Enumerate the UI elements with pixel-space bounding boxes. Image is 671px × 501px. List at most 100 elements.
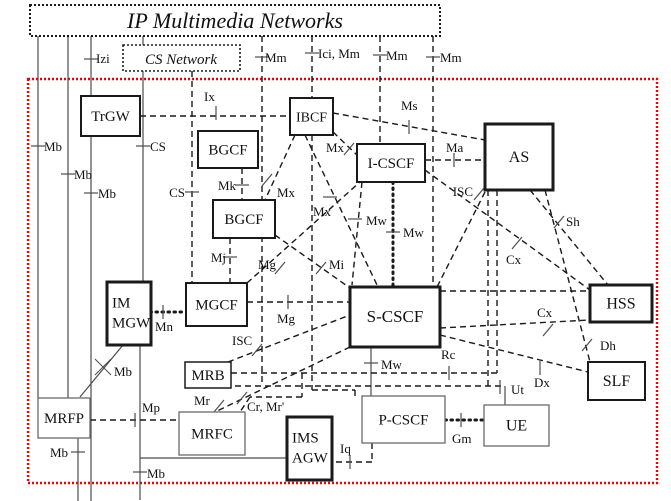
node-as-label: AS: [509, 149, 529, 166]
node-s-cscf-box: [348, 285, 442, 349]
interface-tick: [213, 399, 225, 413]
connection-line-dashed: [246, 181, 361, 284]
node-slf-label: SLF: [603, 373, 631, 390]
interface-tick: [236, 391, 248, 405]
node-mrfp-label: MRFP: [44, 411, 84, 427]
iface-label-mb3: Mb: [98, 186, 116, 201]
connection-line-dashed: [529, 189, 609, 286]
interface-tick: [343, 142, 355, 156]
iface-label-mg2: Mg: [277, 311, 296, 326]
interface-cross: [94, 358, 112, 376]
iface-label-ma: Ma: [446, 140, 464, 155]
connection-line-solid: [79, 344, 124, 398]
ims-domain-border: [26, 77, 659, 485]
connection-line-dashed: [332, 131, 358, 156]
ip-multimedia-networks-title: IP Multimedia Networks: [126, 8, 343, 33]
node-im-mgw-label-line-1: MGW: [112, 316, 151, 332]
iface-label-mk: Mk: [218, 178, 237, 193]
cs-network-title: CS Network: [145, 52, 217, 68]
interface-tick: [251, 343, 263, 357]
node-mrb-label: MRB: [191, 368, 224, 384]
iface-label-iq: Iq: [340, 441, 351, 456]
iface-label-mb5: Mb: [50, 445, 68, 460]
iface-label-dx: Dx: [534, 375, 550, 390]
interface-tick: [542, 323, 554, 337]
node-hss-label: HSS: [606, 296, 635, 313]
iface-label-cs2: CS: [169, 185, 185, 200]
iface-label-mi: Mi: [329, 257, 345, 272]
node-mrfp-box: [37, 397, 91, 439]
interface-tick: [274, 261, 286, 275]
iface-label-mm1: Mm: [265, 50, 287, 65]
iface-label-izi: Izi: [96, 51, 110, 66]
node-i-cscf-label: I-CSCF: [368, 156, 415, 172]
connection-line-dashed: [274, 234, 351, 289]
node-mrb-box: [184, 361, 232, 389]
interface-tick: [553, 215, 565, 229]
connection-line-dashed: [264, 134, 296, 201]
node-im-mgw-label-line-0: IM: [112, 296, 130, 312]
cs-network-box: [122, 44, 241, 72]
interface-tick: [511, 236, 523, 250]
connection-line-dashed: [439, 319, 591, 329]
interface-tick: [581, 338, 593, 352]
node-i-cscf-box: [356, 143, 426, 183]
iface-label-isc2: ISC: [232, 333, 252, 348]
node-as-box: [483, 122, 555, 192]
iface-label-dh: Dh: [600, 338, 616, 353]
iface-label-mx3: Mx: [313, 204, 332, 219]
node-trgw-box: [80, 95, 141, 137]
iface-label-mb2: Mb: [74, 167, 92, 182]
node-bgcf-bottom-label: BGCF: [224, 212, 263, 228]
connection-line-dashed: [436, 191, 486, 288]
iface-label-crmr: Cr, Mr': [247, 399, 284, 414]
iface-label-mw1: Mw: [366, 213, 388, 228]
iface-label-mb1: Mb: [44, 139, 62, 154]
node-mrfc-label: MRFC: [191, 427, 233, 443]
node-slf-box: [587, 361, 646, 401]
node-mrfc-box: [178, 411, 246, 456]
node-ibcf-box: [289, 97, 334, 136]
node-ims-agw-box: [285, 415, 334, 482]
iface-label-mg1: Mg: [258, 257, 277, 272]
node-ibcf-label: IBCF: [296, 111, 327, 126]
iface-label-ms: Ms: [401, 98, 418, 113]
iface-label-cx1: Cx: [506, 252, 522, 267]
node-p-cscf-label: P-CSCF: [378, 413, 428, 429]
interface-tick: [315, 261, 327, 275]
iface-label-mm3: Mm: [440, 50, 462, 65]
iface-label-mb6: Mb: [147, 466, 165, 481]
iface-label-mw2: Mw: [403, 225, 425, 240]
iface-label-mr: Mr: [194, 393, 211, 408]
iface-label-cx2: Cx: [537, 305, 553, 320]
iface-label-mn: Mn: [155, 319, 174, 334]
connection-line-dashed: [439, 334, 589, 373]
interface-tick: [261, 173, 273, 187]
node-trgw-label: TrGW: [91, 109, 130, 125]
node-bgcf-bottom-box: [212, 199, 276, 239]
iface-label-mj: Mj: [211, 250, 226, 265]
iface-label-isc1: ISC: [453, 184, 473, 199]
iface-label-mx1: Mx: [326, 140, 345, 155]
node-im-mgw-box: [105, 280, 153, 347]
connection-line-dashed: [304, 134, 379, 288]
iface-label-mm2: Mm: [386, 48, 408, 63]
iface-label-mx2: Mx: [277, 185, 296, 200]
node-ims-agw-label-line-0: IMS: [292, 431, 319, 447]
iface-label-icimm: Ici, Mm: [318, 46, 360, 61]
connection-line-dashed: [227, 314, 351, 363]
iface-label-ut: Ut: [511, 382, 524, 397]
iface-label-mw3: Mw: [381, 357, 403, 372]
node-ue-label: UE: [506, 418, 527, 435]
node-bgcf-top-box: [197, 130, 259, 169]
node-ue-box: [483, 404, 550, 447]
node-mgcf-label: MGCF: [195, 298, 238, 314]
node-mgcf-box: [185, 282, 248, 327]
interface-tick: [473, 187, 485, 201]
connection-line-dashed: [239, 396, 251, 413]
iface-label-mb4: Mb: [114, 364, 132, 379]
